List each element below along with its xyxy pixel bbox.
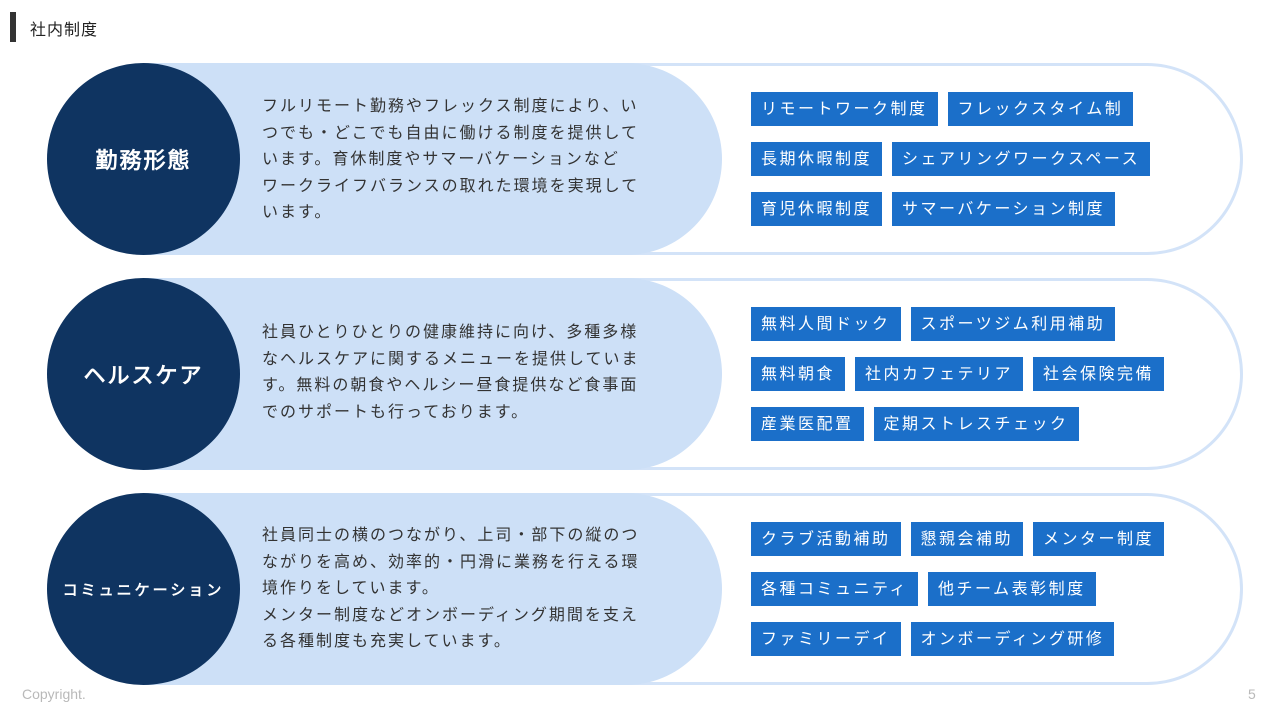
tag: 社内カフェテリア [855,357,1024,391]
tag: 無料人間ドック [751,307,901,341]
tag: 無料朝食 [751,357,846,391]
section-heading: 勤務形態 [95,149,192,174]
tag: メンター制度 [1033,522,1165,556]
section-heading-circle: ヘルスケア [47,278,240,470]
tag-list: クラブ活動補助 懇親会補助 メンター制度 各種コミュニティ 他チーム表彰制度 フ… [751,522,1191,656]
section-description: 社員同士の横のつながり、上司・部下の縦のつ ながりを高め、効率的・円滑に業務を行… [262,525,640,650]
section-outline [200,278,1243,470]
tag: シェアリングワークスペース [892,142,1151,176]
section-healthcare: ヘルスケア 社員ひとりひとりの健康維持に向け、多種多様 なヘルスケアに関するメニ… [0,278,1280,470]
tag: ファミリーデイ [751,622,901,656]
section-heading: ヘルスケア [83,364,204,389]
section-heading-circle: 勤務形態 [47,63,240,255]
tag: 育児休暇制度 [751,192,883,226]
section-heading: コミュニケーション [62,580,225,599]
tag: 懇親会補助 [910,522,1024,556]
section-communication: コミュニケーション 社員同士の横のつながり、上司・部下の縦のつ ながりを高め、効… [0,493,1280,685]
tag: クラブ活動補助 [751,522,901,556]
section-work-style: 勤務形態 フルリモート勤務やフレックス制度により、い つでも・どこでも自由に働け… [0,63,1280,255]
tag: 社会保険完備 [1033,357,1165,391]
section-description: フルリモート勤務やフレックス制度により、い つでも・どこでも自由に働ける制度を提… [262,96,640,221]
tag-list: 無料人間ドック スポーツジム利用補助 無料朝食 社内カフェテリア 社会保険完備 … [751,307,1191,441]
tag: リモートワーク制度 [751,92,938,126]
tag: サマーバケーション制度 [892,192,1116,226]
page-number: 5 [1248,686,1256,702]
page-title: 社内制度 [30,20,99,39]
title-accent-bar [10,12,16,42]
copyright-text: Copyright. [22,686,86,702]
tag: 定期ストレスチェック [873,407,1079,441]
tag: フレックスタイム制 [947,92,1134,126]
tag: オンボーディング研修 [910,622,1115,656]
tag: 長期休暇制度 [751,142,883,176]
tag: スポーツジム利用補助 [910,307,1116,341]
section-description: 社員ひとりひとりの健康維持に向け、多種多様 なヘルスケアに関するメニューを提供し… [262,322,640,421]
section-outline [200,493,1243,685]
tag-list: リモートワーク制度 フレックスタイム制 長期休暇制度 シェアリングワークスペース… [751,92,1191,226]
tag: 産業医配置 [751,407,864,441]
section-outline [200,63,1243,255]
tag: 他チーム表彰制度 [928,572,1096,606]
section-heading-circle: コミュニケーション [47,493,240,685]
tag: 各種コミュニティ [751,572,919,606]
